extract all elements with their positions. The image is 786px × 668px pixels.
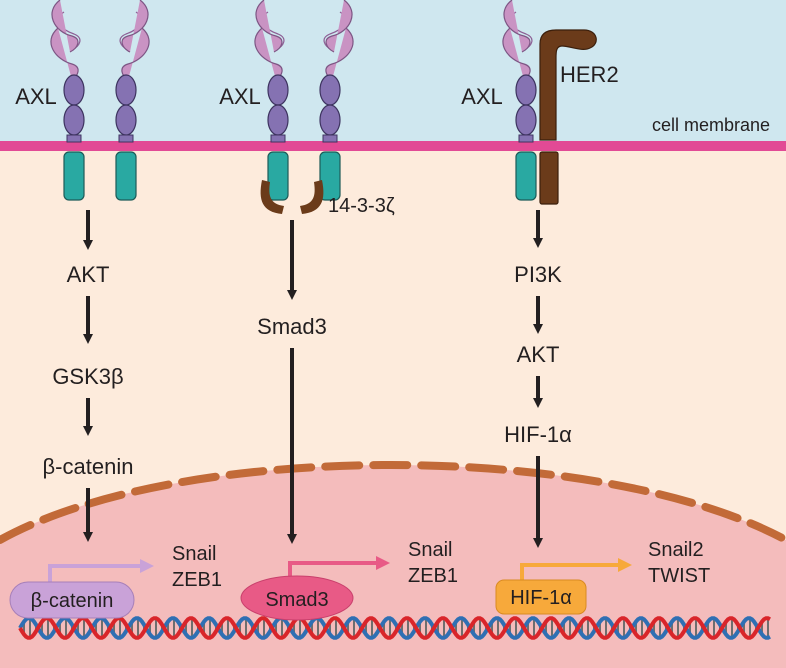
smad3-tf (240, 575, 354, 621)
hif-1a-tf (495, 579, 587, 615)
target-zeb1: ZEB1 (408, 565, 458, 587)
pathway-1: AXL AKT GSK3β β-catenin Snail ZEB1 β-cat… (9, 0, 222, 619)
step-beta-catenin: β-catenin (43, 454, 134, 479)
step-akt: AKT (517, 342, 560, 367)
step-smad3: Smad3 (257, 314, 327, 339)
tf-label: β-catenin (31, 590, 114, 612)
step-hif1a: HIF-1α (504, 422, 572, 447)
receptor-label: AXL (15, 84, 57, 109)
nuclear-envelope (0, 461, 786, 544)
step-akt: AKT (67, 262, 110, 287)
pathway-2: AXL 14-3-3ζ Smad3 Snail ZEB1 Smad3 (219, 0, 458, 621)
receptor-label: AXL (219, 84, 261, 109)
transcription-arrow (520, 558, 632, 585)
receptor-label: AXL (461, 84, 503, 109)
target-twist: TWIST (648, 565, 710, 587)
pathway-3: AXL HER2 PI3K AKT HIF-1α Snail2 TWIST HI… (461, 0, 710, 615)
target-snail: Snail (408, 539, 452, 561)
beta-catenin-tf (9, 581, 135, 619)
her2-receptor (539, 29, 597, 205)
target-snail: Snail (172, 543, 216, 565)
membrane-label: cell membrane (652, 115, 770, 135)
step-pi3k: PI3K (514, 262, 562, 287)
step-gsk3b: GSK3β (52, 364, 123, 389)
adaptor-label: 14-3-3ζ (328, 195, 395, 217)
adaptor-14-3-3-zeta (260, 180, 324, 214)
target-snail2: Snail2 (648, 539, 704, 561)
tf-label: Smad3 (265, 589, 328, 611)
transcription-arrow (48, 559, 154, 585)
partner-label: HER2 (560, 62, 619, 87)
target-zeb1: ZEB1 (172, 569, 222, 591)
cell-membrane (0, 141, 786, 151)
dna-helix (18, 616, 771, 640)
tf-label: HIF-1α (510, 587, 572, 609)
